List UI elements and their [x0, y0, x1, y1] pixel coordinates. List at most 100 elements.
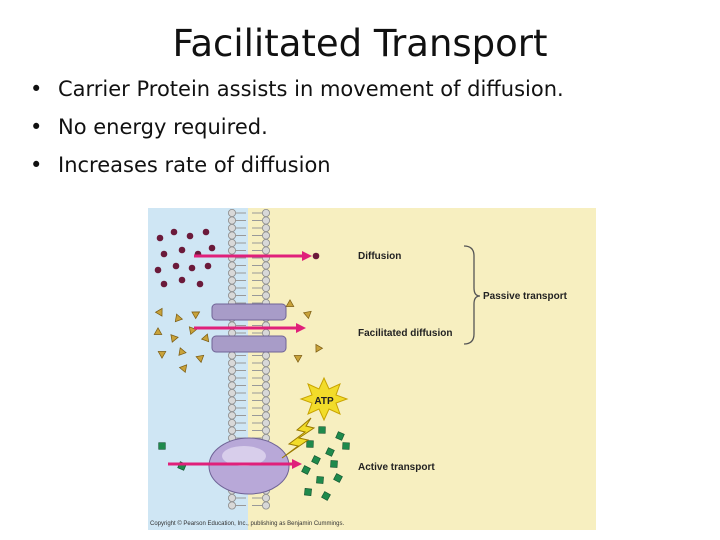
- lipid-head: [262, 396, 271, 405]
- passive-transport-bracket: [463, 245, 481, 345]
- lipid-head: [262, 269, 271, 278]
- pumped-molecule: [304, 488, 312, 496]
- slide-title: Facilitated Transport: [172, 22, 548, 65]
- diffusion-label: Diffusion: [358, 251, 401, 262]
- carrier-solute-molecule: [178, 364, 188, 374]
- lipid-head: [228, 396, 237, 405]
- passive-transport-label: Passive transport: [483, 291, 568, 302]
- pumped-molecule: [335, 431, 345, 441]
- diffusing-molecule: [160, 280, 168, 288]
- diffusing-molecule: [202, 228, 210, 236]
- carrier-solute-molecule: [315, 343, 324, 353]
- carrier-solute-molecule: [191, 311, 201, 320]
- lipid-head: [262, 358, 271, 367]
- pumped-molecule: [325, 447, 335, 457]
- bullet-item: • Carrier Protein assists in movement of …: [30, 72, 564, 110]
- carrier-solute-molecule: [302, 310, 312, 320]
- carrier-solute-molecule: [154, 307, 163, 317]
- facilitated-diffusion-label: Facilitated diffusion: [358, 328, 452, 339]
- lipid-head: [228, 238, 237, 247]
- pumped-molecule: [342, 442, 350, 450]
- lipid-head: [262, 223, 271, 232]
- active-transport-label: Active transport: [358, 462, 435, 473]
- facilitated-diffusion-arrow-head: [296, 323, 306, 333]
- lipid-head: [228, 381, 237, 390]
- pumped-molecule: [301, 465, 311, 475]
- carrier-solute-molecule: [285, 299, 295, 307]
- pumped-molecule: [316, 476, 324, 484]
- lipid-head: [262, 403, 271, 412]
- pumped-molecule: [306, 440, 314, 448]
- lipid-head: [228, 388, 237, 397]
- carrier-solute-molecule: [174, 313, 184, 323]
- lipid-head: [262, 284, 271, 293]
- lipid-head: [228, 366, 237, 375]
- atp-starburst-icon: [299, 376, 349, 422]
- bullet-glyph: •: [30, 77, 43, 101]
- lipid-head: [262, 231, 271, 240]
- lipid-head: [228, 223, 237, 232]
- bullet-list: • Carrier Protein assists in movement of …: [30, 72, 564, 186]
- bullet-item: •No energy required.: [30, 110, 564, 148]
- diffusing-molecule: [178, 276, 186, 284]
- active-transport-arrow-head: [292, 459, 302, 469]
- pumped-molecule: [333, 473, 343, 483]
- channel-protein-bottom: [211, 335, 287, 353]
- diffusing-molecule: [188, 264, 196, 272]
- lipid-head: [228, 276, 237, 285]
- bullet-glyph: •: [30, 153, 43, 177]
- lipid-head: [228, 426, 237, 435]
- lipid-head: [228, 216, 237, 225]
- pumped-molecule: [318, 426, 326, 434]
- lipid-head: [262, 411, 271, 420]
- diffusing-molecule: [208, 244, 216, 252]
- bullet-item: •Increases rate of diffusion: [30, 148, 564, 186]
- lipid-head: [262, 261, 271, 270]
- lipid-head: [228, 261, 237, 270]
- diffusing-molecule: [196, 280, 204, 288]
- carrier-solute-molecule: [178, 347, 187, 356]
- lipid-head: [228, 231, 237, 240]
- carrier-solute-molecule: [195, 354, 205, 364]
- pump-highlight: [222, 446, 266, 466]
- membrane-proteins: [208, 303, 290, 495]
- lipid-head: [262, 216, 271, 225]
- lipid-head: [262, 238, 271, 247]
- bullet-text: Carrier Protein assists in movement of d…: [58, 77, 564, 101]
- diffusing-molecule: [170, 228, 178, 236]
- lipid-head: [262, 501, 271, 510]
- diffusing-molecule: [154, 266, 162, 274]
- carrier-solute-molecule: [153, 327, 163, 335]
- lipid-head: [262, 291, 271, 300]
- lipid-head: [262, 381, 271, 390]
- carrier-solute-molecule: [293, 355, 303, 363]
- pumped-molecule: [321, 491, 331, 501]
- lipid-head: [228, 373, 237, 382]
- lipid-head: [262, 426, 271, 435]
- lipid-head: [228, 411, 237, 420]
- lipid-head: [228, 269, 237, 278]
- lipid-head: [228, 246, 237, 255]
- lipid-head: [228, 351, 237, 360]
- lipid-head: [262, 418, 271, 427]
- cytoplasm-region: [248, 208, 596, 530]
- lipid-head: [228, 291, 237, 300]
- pumped-molecule: [330, 460, 338, 468]
- lipid-head: [262, 373, 271, 382]
- membrane-diagram: ATP Diffusion Facilitated diffusion Acti…: [148, 208, 596, 530]
- carrier-solute-molecule: [188, 326, 198, 336]
- lipid-head: [228, 358, 237, 367]
- lipid-head: [228, 418, 237, 427]
- diffusing-molecule: [204, 262, 212, 270]
- carrier-solute-molecule: [157, 351, 167, 359]
- lipid-head: [228, 403, 237, 412]
- lipid-head: [228, 209, 237, 217]
- pumped-molecule: [158, 442, 166, 450]
- lipid-head: [262, 276, 271, 285]
- lipid-head: [262, 388, 271, 397]
- diffusion-arrow-head: [302, 251, 312, 261]
- lipid-head: [262, 493, 271, 502]
- lipid-head: [262, 366, 271, 375]
- solute-molecules: [153, 228, 350, 501]
- transport-arrows: [168, 251, 312, 469]
